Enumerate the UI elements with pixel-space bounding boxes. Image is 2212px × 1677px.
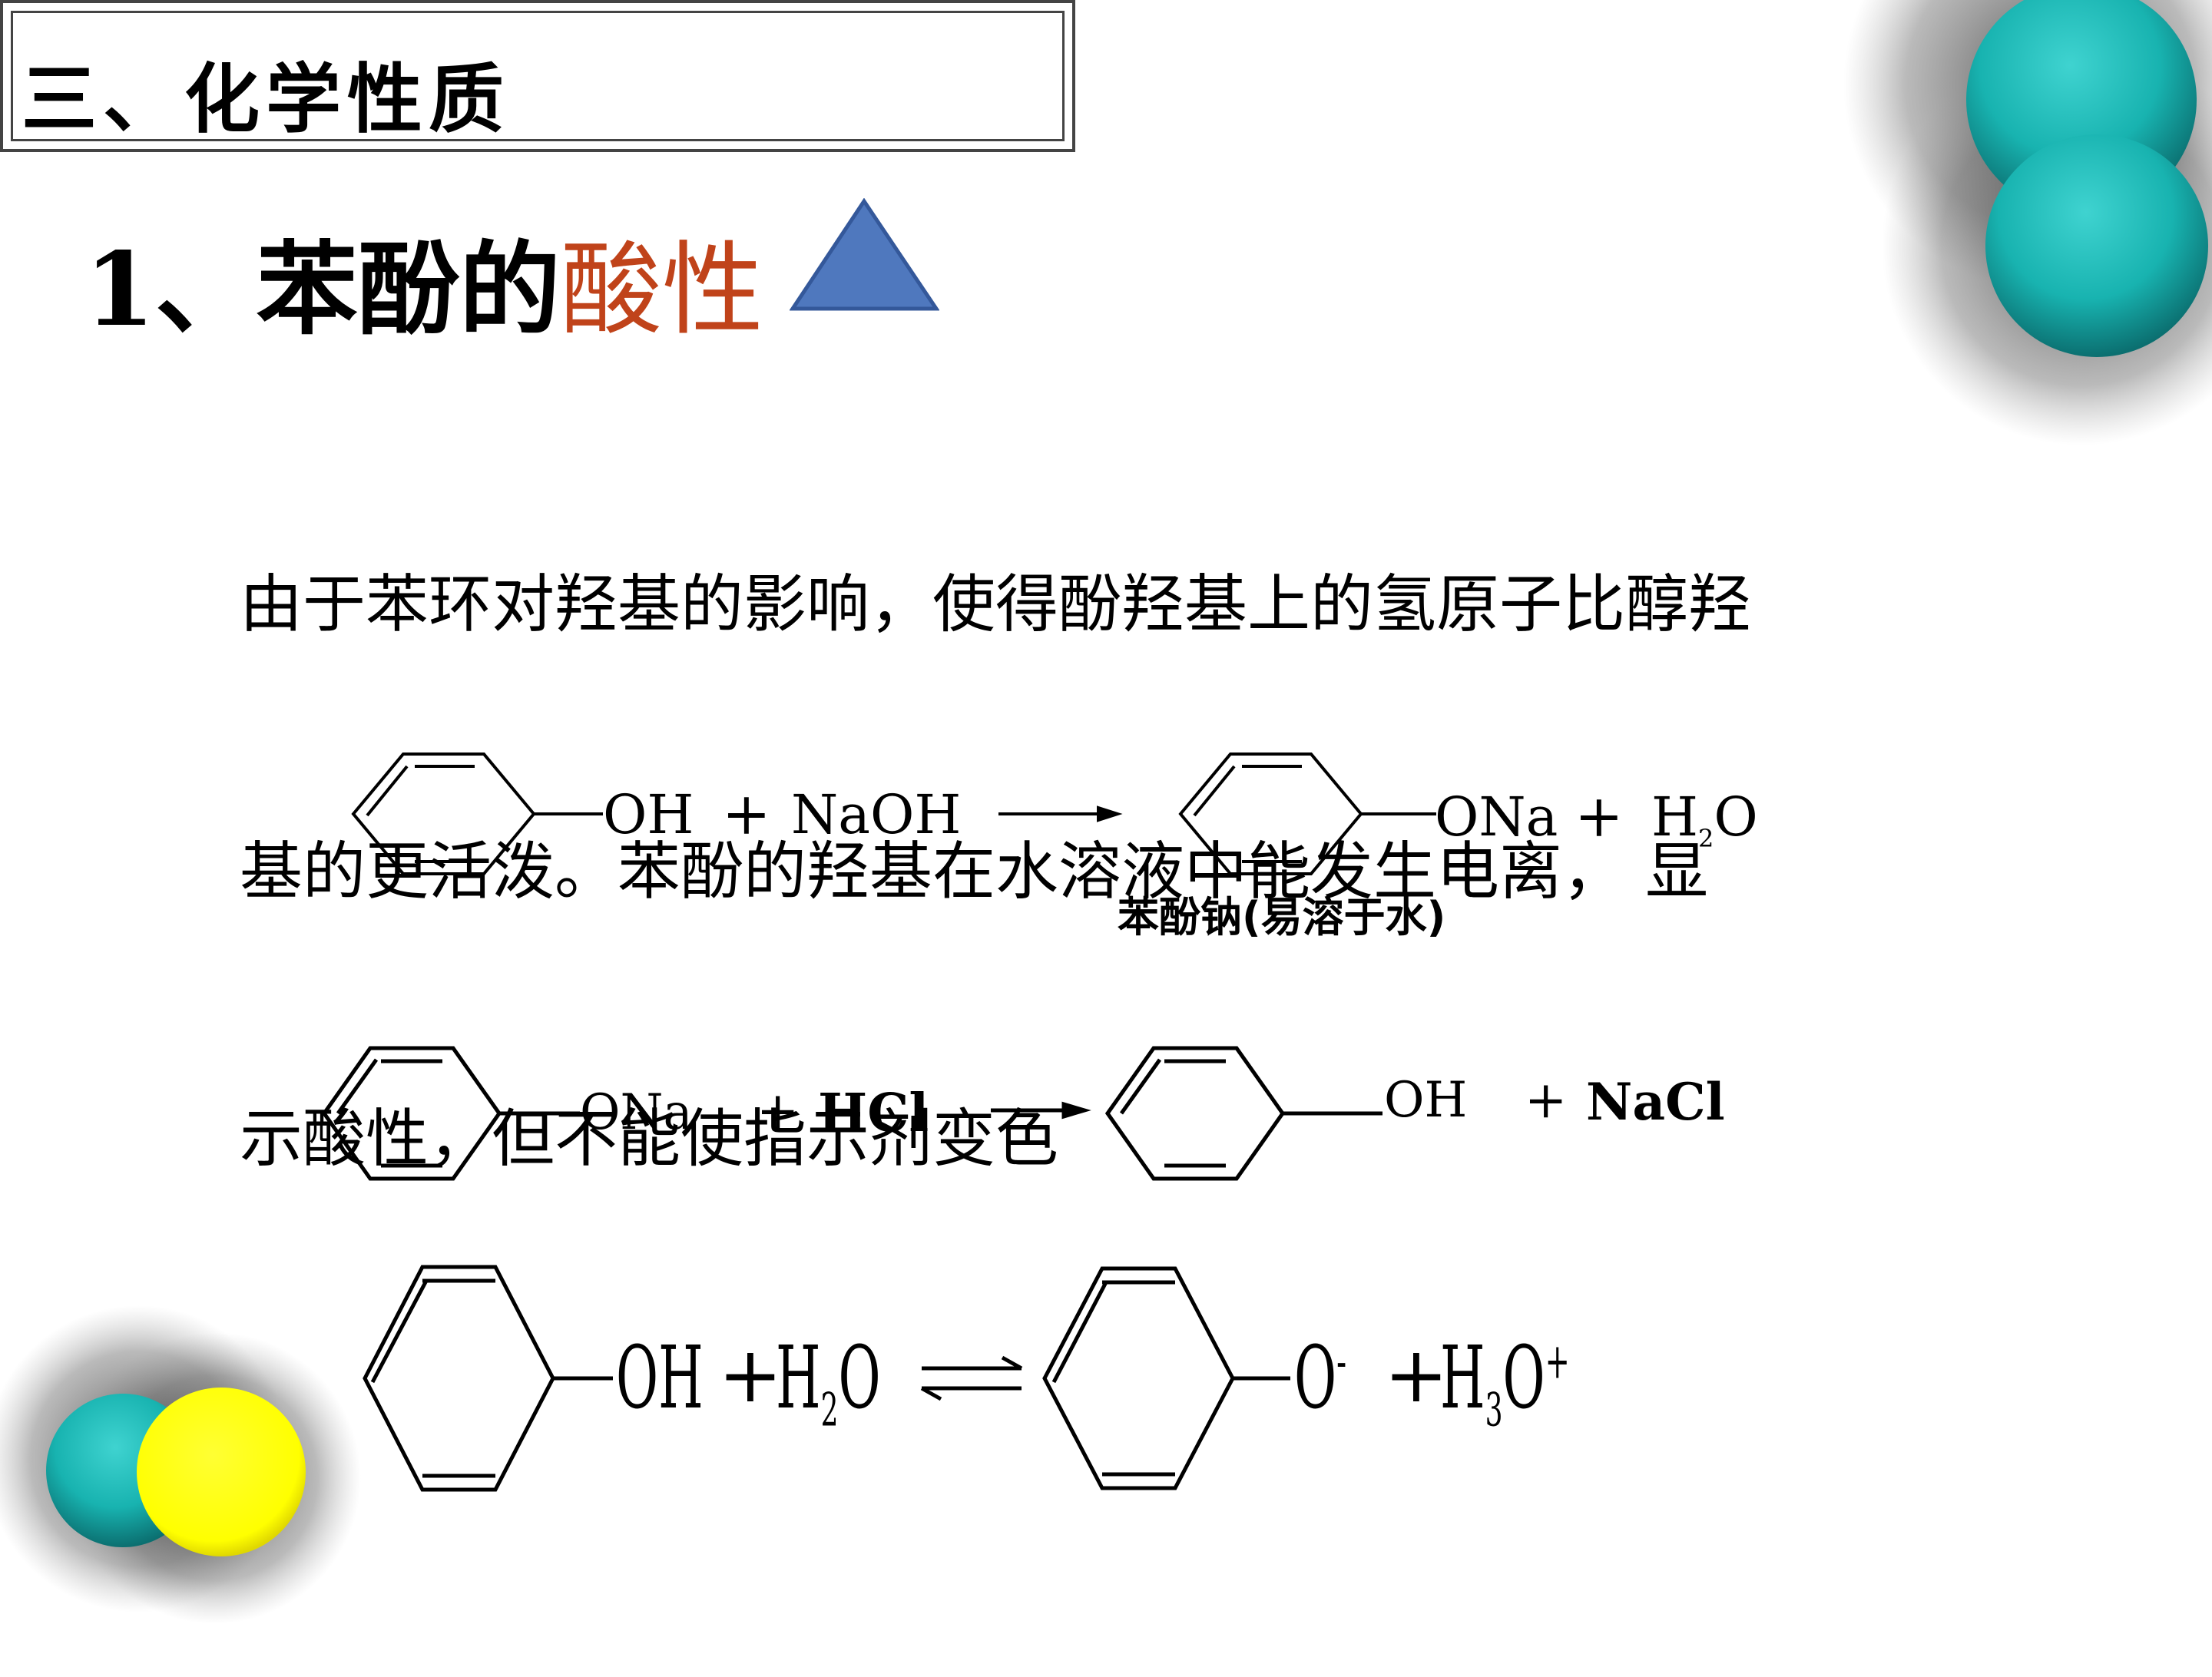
plus-sign: +: [757, 1081, 800, 1140]
sodium-phenoxide-caption: 苯酚钠(易溶于水): [1118, 893, 1446, 941]
section-title-plain: 苯酚的: [256, 230, 561, 349]
equation-phenol-ionization: OH + H2O O- + H3O+: [338, 1244, 1644, 1505]
plus-sign: +: [1384, 1330, 1449, 1420]
benzene-ring: [1104, 1046, 1286, 1181]
decor-bubbles-top-right: [1828, 0, 2212, 491]
formula-oh: OH: [1384, 1072, 1468, 1129]
benzene-ring: [1178, 752, 1363, 875]
equation-phenoxide-hcl: ONa + HCl OH + NaCl: [315, 1037, 1774, 1198]
header-title: 三、化学性质: [22, 56, 511, 144]
h3o-h: H: [1440, 1328, 1485, 1428]
minus-charge: -: [1336, 1333, 1347, 1391]
formula-oh: OH: [603, 783, 694, 846]
bubble-teal-2: [1985, 134, 2208, 357]
plus-sign: +: [1575, 782, 1624, 850]
paragraph-line: 示酸性，但不能使指示剂变色: [240, 1103, 1059, 1176]
formula-h2o: H2O: [1651, 786, 1758, 853]
formula-ona: ONa: [1435, 786, 1558, 848]
formula-ona: ONa: [580, 1084, 693, 1141]
phenoxide-o: O: [1294, 1328, 1337, 1428]
section-title: 1、苯酚的酸性: [84, 240, 763, 342]
section-title-accent: 酸性: [560, 231, 763, 349]
benzene-ring: [351, 752, 536, 875]
section-number: 1、: [84, 230, 257, 349]
plus-sign: +: [1525, 1070, 1568, 1130]
formula-oh: OH: [616, 1328, 704, 1428]
acidity-explanation: 由于苯环对羟基的影响，使得酚羟基上的氢原子比醇羟 基的更活泼。苯酚的羟基在水溶液…: [240, 382, 2037, 1273]
formula-naoh: NaOH: [791, 783, 962, 846]
plus-charge: +: [1545, 1333, 1570, 1391]
bubble-yellow: [137, 1388, 306, 1556]
plus-sign: +: [718, 1330, 783, 1420]
header-box: [0, 0, 1075, 152]
header-inner-border: [11, 11, 1065, 141]
benzene-ring: [1042, 1266, 1235, 1490]
triangle-shape-icon[interactable]: [789, 197, 940, 313]
h2o-o: O: [838, 1328, 881, 1428]
paragraph-line: 基的更活泼。苯酚的羟基在水溶液中能发生电离， 显: [240, 835, 1709, 908]
h2o-h: H: [1651, 786, 1699, 848]
h3o-o: O: [1502, 1328, 1545, 1428]
benzene-ring: [363, 1265, 555, 1492]
h2o-h: H: [776, 1328, 821, 1428]
equation-phenol-naoh: OH + NaOH ONa + H2O 苯酚钠(易溶于水): [338, 737, 1797, 960]
h2o-o: O: [1714, 786, 1758, 848]
plus-sign: +: [722, 779, 771, 848]
formula-h2o: H2O: [776, 1328, 881, 1437]
paragraph-line: 由于苯环对羟基的影响，使得酚羟基上的氢原子比醇羟: [240, 568, 1752, 641]
formula-h3o: H3O+: [1440, 1328, 1570, 1437]
h2o-subscript: 2: [820, 1383, 839, 1437]
formula-hcl: HCl: [818, 1083, 929, 1144]
h3o-subscript: 3: [1485, 1383, 1503, 1437]
benzene-ring: [321, 1046, 502, 1181]
formula-nacl: NaCl: [1586, 1072, 1725, 1132]
h2o-subscript: 2: [1698, 824, 1714, 853]
decor-bubbles-bottom-left: [0, 1290, 369, 1674]
formula-phenoxide-o: O-: [1294, 1328, 1346, 1428]
